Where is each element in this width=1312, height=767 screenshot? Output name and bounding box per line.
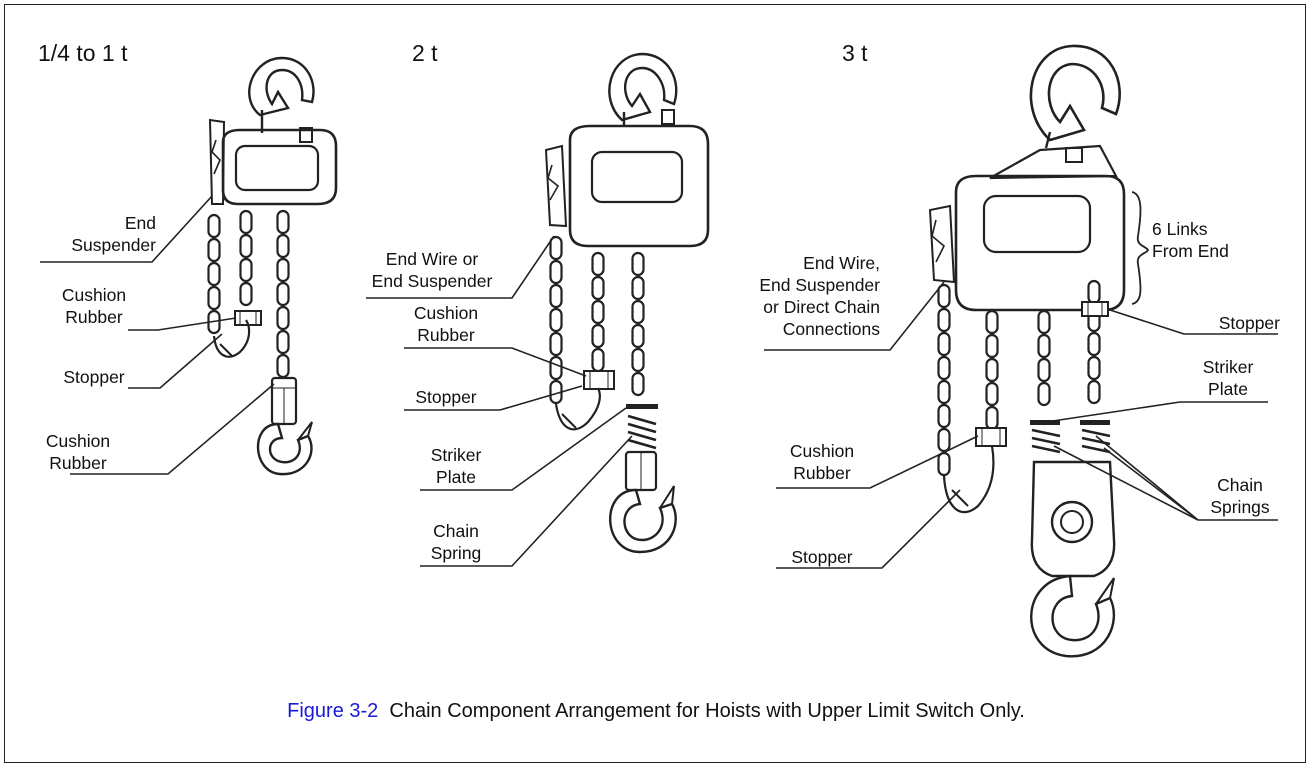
label-line: Rubber (65, 307, 123, 327)
label-cushion-rubber: Cushion Rubber (398, 302, 494, 346)
label-line: From End (1152, 241, 1229, 261)
label-line: End Suspender (759, 275, 880, 295)
label-end-wire-3t: End Wire, End Suspender or Direct Chain … (740, 252, 880, 340)
label-striker-plate: Striker Plate (414, 444, 498, 488)
header-small-hoist: 1/4 to 1 t (38, 40, 128, 66)
label-line: End Suspender (371, 271, 493, 291)
label-line: End Wire or (385, 249, 479, 269)
hoist-medium (366, 52, 710, 567)
label-stopper: Stopper (63, 367, 125, 387)
label-line: Chain (1217, 475, 1263, 495)
label-line: or Direct Chain (763, 297, 880, 317)
label-line: End Wire, (803, 253, 880, 273)
figure-frame (4, 4, 1306, 763)
label-line: Suspender (71, 235, 156, 255)
label-end-wire: End Wire or End Suspender (362, 248, 502, 292)
label-cushion-rubber-3t: Cushion Rubber (774, 440, 870, 484)
label-stopper-right-3t: Stopper (1218, 313, 1280, 333)
label-line: Chain (433, 521, 479, 541)
header-medium-hoist: 2 t (412, 40, 438, 66)
label-cushion-rubber-top: Cushion Rubber (46, 284, 142, 328)
label-chain-spring: Chain Spring (414, 520, 498, 564)
label-line: Striker (430, 445, 482, 465)
label-end-suspender: End Suspender (60, 212, 156, 256)
label-line: End (124, 213, 156, 233)
label-line: Cushion (413, 303, 479, 323)
label-cushion-rubber-bottom: Cushion Rubber (30, 430, 126, 474)
label-line: Rubber (417, 325, 475, 345)
label-line: Plate (436, 467, 476, 487)
label-striker-plate-3t: Striker Plate (1184, 356, 1272, 400)
caption-text: Chain Component Arrangement for Hoists w… (389, 700, 1025, 722)
label-line: Striker (1202, 357, 1254, 377)
label-line: Rubber (49, 453, 107, 473)
label-line: Cushion (45, 431, 111, 451)
label-stopper-3t: Stopper (791, 547, 853, 567)
label-line: Cushion (789, 441, 855, 461)
label-six-links: 6 Links From End (1152, 218, 1262, 262)
label-line: Cushion (61, 285, 127, 305)
label-line: Rubber (793, 463, 851, 483)
label-line: Spring (430, 543, 482, 563)
figure-number-link[interactable]: Figure 3-2 (287, 700, 379, 722)
header-large-hoist: 3 t (842, 40, 868, 66)
label-line: 6 Links (1152, 219, 1208, 239)
figure-caption: Figure 3-2 Chain Component Arrangement f… (0, 700, 1312, 723)
hoist-large (764, 44, 1278, 658)
label-line: Springs (1210, 497, 1270, 517)
label-chain-springs-3t: Chain Springs (1196, 474, 1284, 518)
hoist-small (40, 56, 338, 476)
label-line: Connections (782, 319, 880, 339)
label-line: Plate (1208, 379, 1248, 399)
label-stopper: Stopper (415, 387, 477, 407)
